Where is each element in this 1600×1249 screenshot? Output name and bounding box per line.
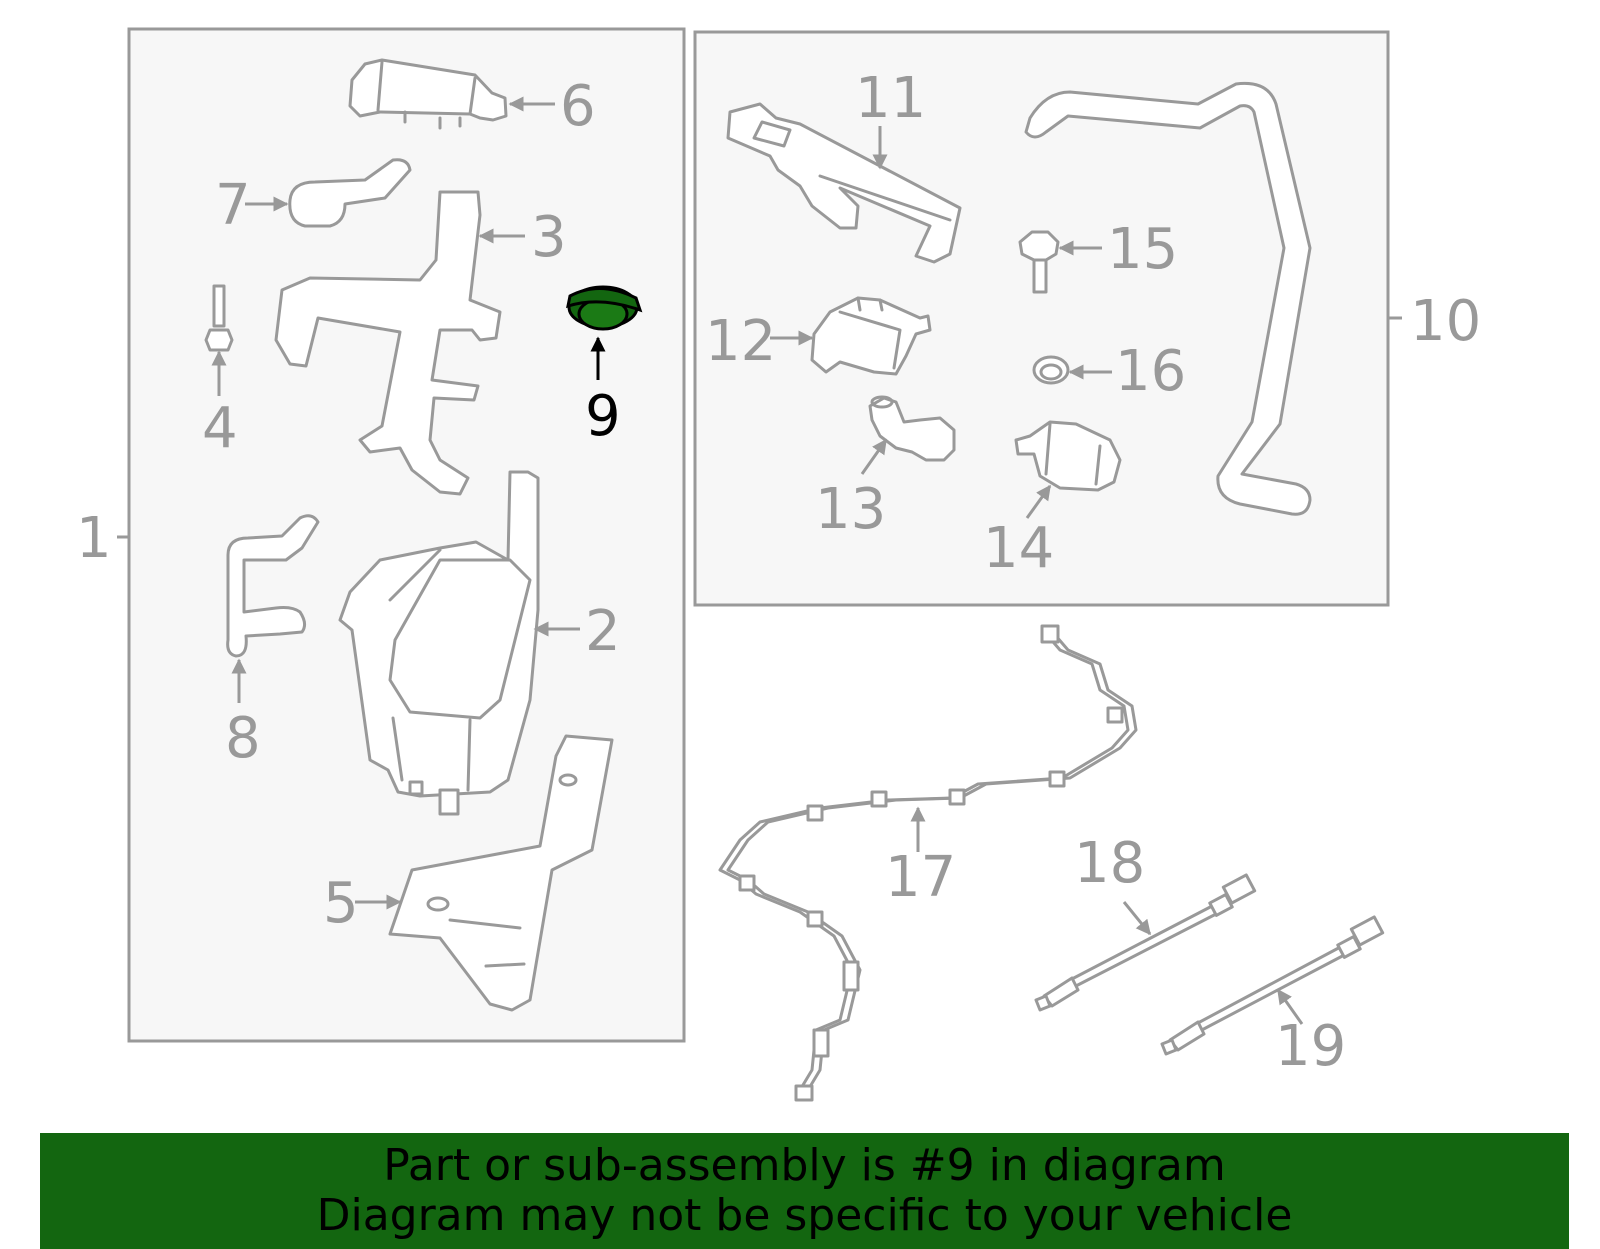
part-15-bolt[interactable] — [1018, 230, 1060, 294]
parts-diagram: 1 2 3 4 5 6 7 8 9 10 11 12 13 14 15 16 1… — [76, 27, 1481, 1102]
callout-19: 19 — [1275, 1014, 1346, 1079]
part-14-filter[interactable] — [1014, 420, 1122, 492]
leader-19 — [1276, 988, 1304, 1025]
part-2-reservoir[interactable] — [338, 470, 540, 816]
callout-2: 2 — [585, 599, 621, 664]
callout-14: 14 — [983, 516, 1054, 581]
info-banner: Part or sub-assembly is #9 in diagram Di… — [40, 1133, 1569, 1249]
part-16-clip[interactable] — [1032, 355, 1070, 385]
banner-line-part: Part or sub-assembly is #9 in diagram — [383, 1140, 1226, 1191]
callout-9: 9 — [585, 384, 621, 449]
part-11-bracket[interactable] — [726, 102, 962, 264]
part-9-clamp[interactable] — [566, 285, 643, 331]
part-12-valve[interactable] — [810, 296, 932, 376]
banner-line-disclaimer: Diagram may not be specific to your vehi… — [316, 1190, 1293, 1241]
part-7-hose[interactable] — [288, 158, 412, 228]
callout-13: 13 — [815, 477, 886, 542]
leader-18 — [1122, 901, 1152, 936]
callout-4: 4 — [202, 396, 238, 461]
part-5-shield[interactable] — [388, 734, 614, 1012]
part-6-pump[interactable] — [348, 58, 508, 130]
callout-1: 1 — [76, 506, 112, 571]
callout-15: 15 — [1107, 217, 1178, 282]
part-18-sensor[interactable] — [1034, 873, 1257, 1012]
callout-3: 3 — [531, 205, 567, 270]
callout-18: 18 — [1074, 831, 1145, 896]
callout-17: 17 — [885, 845, 956, 910]
part-17-harness[interactable] — [718, 624, 1138, 1102]
callout-10: 10 — [1410, 289, 1481, 354]
callout-16: 16 — [1115, 339, 1186, 404]
callout-5: 5 — [323, 871, 359, 936]
callout-8: 8 — [225, 706, 261, 771]
part-3-bracket[interactable] — [274, 190, 502, 496]
callout-7: 7 — [215, 173, 251, 238]
part-8-hose[interactable] — [226, 514, 320, 658]
part-4-bolt[interactable] — [204, 284, 234, 352]
callout-11: 11 — [855, 66, 926, 131]
part-19-sensor[interactable] — [1160, 915, 1385, 1056]
part-10-hose[interactable] — [1024, 81, 1312, 516]
callout-6: 6 — [560, 74, 596, 139]
leader-14 — [1025, 484, 1052, 519]
leader-13 — [860, 438, 888, 475]
callout-12: 12 — [705, 309, 776, 374]
assembly-group-1-panel — [127, 27, 686, 1043]
